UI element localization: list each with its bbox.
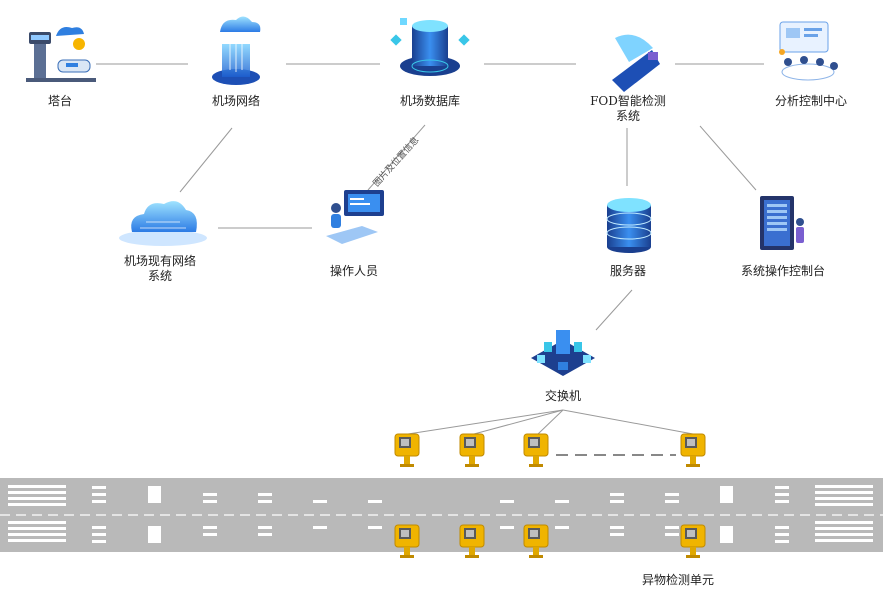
existing-network-label-line2: 系统: [147, 269, 172, 283]
airport-network-label: 机场网络: [211, 94, 260, 108]
detector-unit-top-1: [394, 433, 420, 468]
console-label: 系统操作控制台: [740, 264, 825, 278]
runway: [0, 478, 883, 552]
connection-lines: [96, 63, 764, 544]
edge-label-image-position: 图片及位置信息: [370, 134, 421, 189]
touchdown-markings: [92, 486, 789, 543]
server-icon: [606, 198, 652, 253]
airport-database-label: 机场数据库: [399, 94, 460, 108]
detector-unit-top-2: [459, 433, 485, 468]
detector-unit-top-4: [680, 433, 706, 468]
existing-network-cloud-icon: [119, 201, 207, 246]
switch-label: 交换机: [544, 389, 581, 403]
existing-network-label-line1: 机场现有网络: [123, 254, 196, 268]
server-label: 服务器: [609, 264, 646, 278]
detector-unit-bottom-4: [680, 524, 706, 559]
airport-network-icon: [212, 16, 261, 85]
detection-unit-label: 异物检测单元: [641, 573, 714, 587]
detector-unit-top-3: [523, 433, 549, 468]
analysis-center-icon: [779, 21, 838, 81]
operator-label: 操作人员: [329, 264, 378, 278]
fod-system-label-line2: 系统: [615, 109, 640, 123]
detector-unit-bottom-1: [394, 524, 420, 559]
analysis-center-label: 分析控制中心: [774, 94, 847, 108]
threshold-marking-right: [815, 485, 873, 542]
control-tower-icon: [26, 27, 96, 82]
threshold-marking-left: [8, 485, 66, 542]
detector-unit-bottom-3: [523, 524, 549, 559]
detector-unit-bottom-2: [459, 524, 485, 559]
network-switch-icon: [531, 330, 595, 376]
database-icon: [390, 18, 470, 76]
operator-icon: [326, 190, 384, 244]
fod-detection-system-icon: [612, 34, 660, 92]
fod-system-label-line1: FOD智能检测: [590, 94, 666, 108]
console-icon: [760, 196, 804, 250]
tower-label: 塔台: [47, 94, 72, 108]
